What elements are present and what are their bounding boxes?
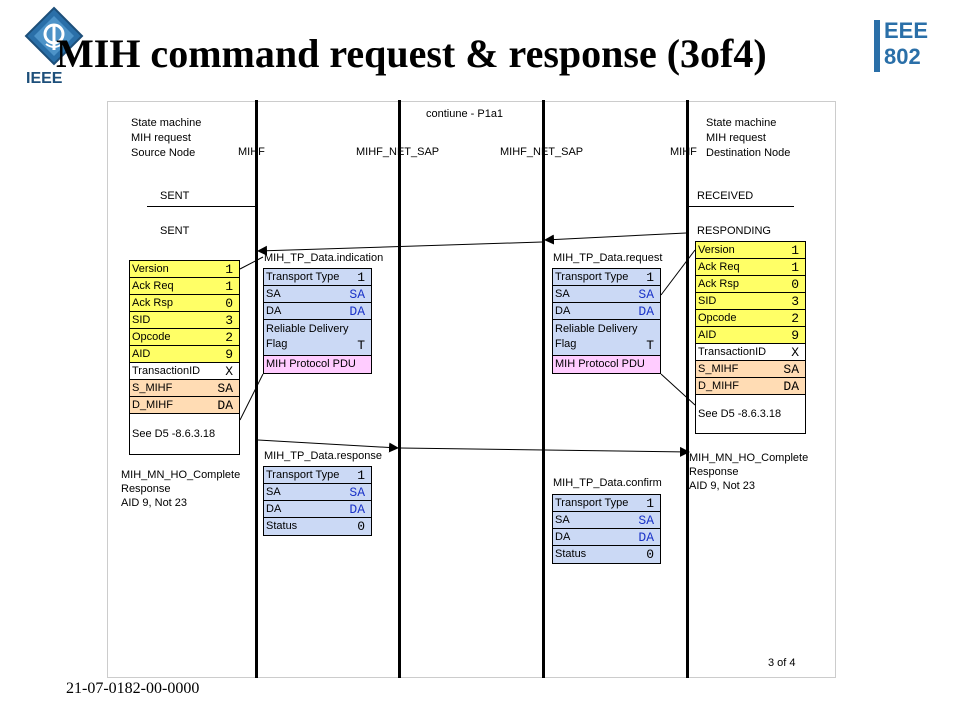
right-state-divider [689, 206, 794, 207]
diagram-frame [107, 101, 836, 678]
message-indication-label: MIH_TP_Data.indication [264, 252, 384, 264]
continue-label: contiune - P1a1 [426, 108, 504, 120]
document-number: 21-07-0182-00-0000 [66, 680, 200, 697]
message-request-label: MIH_TP_Data.request [553, 252, 663, 264]
left-state-sent-2: SENT [160, 225, 190, 237]
request-row-pdu: MIH Protocol PDU [553, 356, 660, 373]
lifeline-mihf-source [255, 100, 258, 678]
lane-label-net-sap-2: MIHF_NET_SAP [500, 146, 584, 158]
connector-left-frame-top [239, 256, 264, 270]
lifeline-net-sap-2 [542, 100, 545, 678]
arrow-net-sap-to-indication [257, 241, 543, 256]
ieee802-logo-bottom: 802 [884, 44, 921, 69]
right-state-received: RECEIVED [697, 190, 754, 202]
message-response-label: MIH_TP_Data.response [264, 450, 382, 462]
ieee-logo: IEEE [22, 4, 86, 96]
message-confirm-label: MIH_TP_Data.confirm [553, 477, 662, 489]
connector-left-frame-pdu [239, 373, 264, 421]
arrow-net-sap-to-destination [399, 446, 690, 457]
left-state-divider [147, 206, 255, 207]
lifeline-mihf-destination [686, 100, 689, 678]
arrow-response-to-net-sap [257, 439, 399, 453]
right-response-note: MIH_MN_HO_Complete Response AID 9, Not 2… [689, 452, 809, 492]
left-state-machine-label: State machine MIH request Source Node [131, 117, 202, 159]
left-response-note: MIH_MN_HO_Complete Response AID 9, Not 2… [121, 469, 241, 509]
lifeline-net-sap-1 [398, 100, 401, 678]
ieee802-logo: EEE 802 [874, 18, 940, 76]
left-state-sent-1: SENT [160, 190, 190, 202]
indication-row-pdu: MIH Protocol PDU [264, 356, 371, 373]
lane-label-net-sap-1: MIHF_NET_SAP [356, 146, 440, 158]
ieee-logo-text: IEEE [26, 70, 63, 87]
right-frame-note: See D5 -8.6.3.18 [696, 395, 805, 433]
arrow-request-to-net-sap [544, 232, 687, 245]
ieee802-logo-top: EEE [884, 18, 929, 43]
right-state-responding: RESPONDING [697, 225, 771, 237]
lane-label-mihf-source: MIHF [238, 146, 265, 158]
right-state-machine-label: State machine MIH request Destination No… [706, 117, 791, 159]
page-label: 3 of 4 [768, 657, 796, 669]
connector-right-frame-top [660, 249, 696, 296]
slide-title: MIH command request & response (3of4) [56, 31, 767, 76]
connector-right-frame-pdu [660, 373, 696, 406]
lane-label-mihf-destination: MIHF [670, 146, 697, 158]
left-frame-note: See D5 -8.6.3.18 [130, 414, 239, 454]
